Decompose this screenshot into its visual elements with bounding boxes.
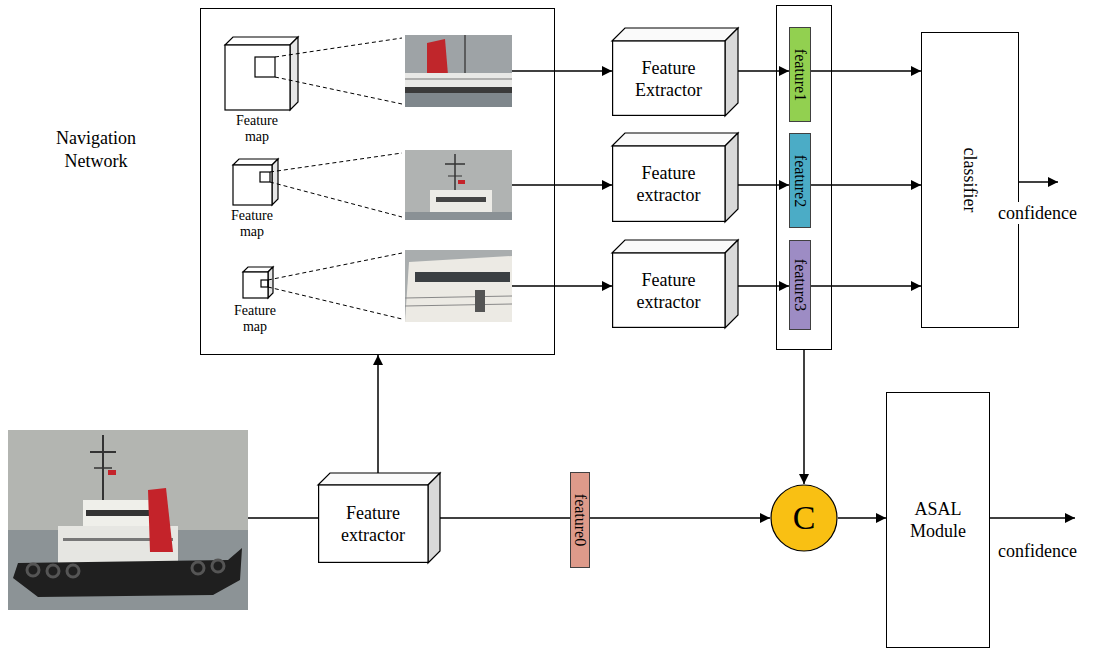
connector-arrow [377,355,379,473]
text-holder: Feature extractor [612,253,725,328]
node-label: C [793,500,816,536]
node-label: Feature map [226,303,284,335]
node-label: Feature map [228,113,286,145]
input-line [248,517,318,519]
text-holder: C [770,484,838,552]
text-holder: feature2 [790,134,810,227]
connector-arrow [738,184,789,186]
feature-column: feature1 feature2 feature3 [776,5,832,350]
ship-photo [8,430,248,610]
node-label: feature1 [791,48,809,100]
node-label: Feature extractor [318,502,428,546]
text-holder: Feature extractor [612,146,725,222]
feature-vector: feature3 [789,240,811,330]
node-label: classifier [961,148,979,213]
output-arrow [990,517,1075,519]
node-label: ASAL Module [903,498,973,542]
text-holder: feature3 [790,241,810,329]
feature-vector: feature0 [570,472,590,568]
concat-circle: C [770,484,838,552]
asal-module-box: ASAL Module [886,392,990,648]
node-label: Feature extractor [612,269,725,313]
navigation-network-box: Navigation NetworkFeature mapFeature map… [200,8,555,355]
text-holder: Feature Extractor [612,41,725,116]
text-holder: feature1 [790,28,810,121]
feature-extractor: Feature extractor [318,473,440,563]
feature-vector: feature1 [789,27,811,122]
feature-map: Feature map [220,250,512,338]
connector-arrow [811,70,921,72]
node-label: Navigation Network [36,127,156,173]
text-holder: classifier [922,33,1018,327]
feature-map: Feature map [220,150,512,242]
feature-map: Feature map [220,35,512,147]
connector-arrow [590,517,770,519]
classifier-box: classifier [921,32,1019,328]
connector-arrow [838,517,886,519]
node-label: Feature Extractor [612,57,725,101]
feature-extractor: Feature extractor [612,240,738,328]
text-holder: feature0 [571,473,589,567]
connector-arrow [512,285,612,287]
feature-extractor: Feature Extractor [612,28,738,116]
connector-arrow [738,285,789,287]
node-label: feature3 [791,259,809,311]
connector-arrow [811,184,921,186]
node-label: feature2 [791,154,809,206]
output-label: confidence [998,202,1077,224]
connector-arrow [811,285,921,287]
text-holder: Feature extractor [318,485,428,563]
node-label: feature0 [571,494,589,546]
connector-arrow [512,70,612,72]
connector-arrow [738,70,789,72]
connector-arrow [803,350,805,484]
connector-arrow [512,184,612,186]
output-arrow [1019,181,1058,183]
node-label: Feature extractor [612,162,725,206]
connector-arrow [440,517,570,519]
feature-extractor: Feature extractor [612,133,738,222]
feature-vector: feature2 [789,133,811,228]
output-label: confidence [998,540,1077,562]
node-label: Feature map [223,208,281,240]
